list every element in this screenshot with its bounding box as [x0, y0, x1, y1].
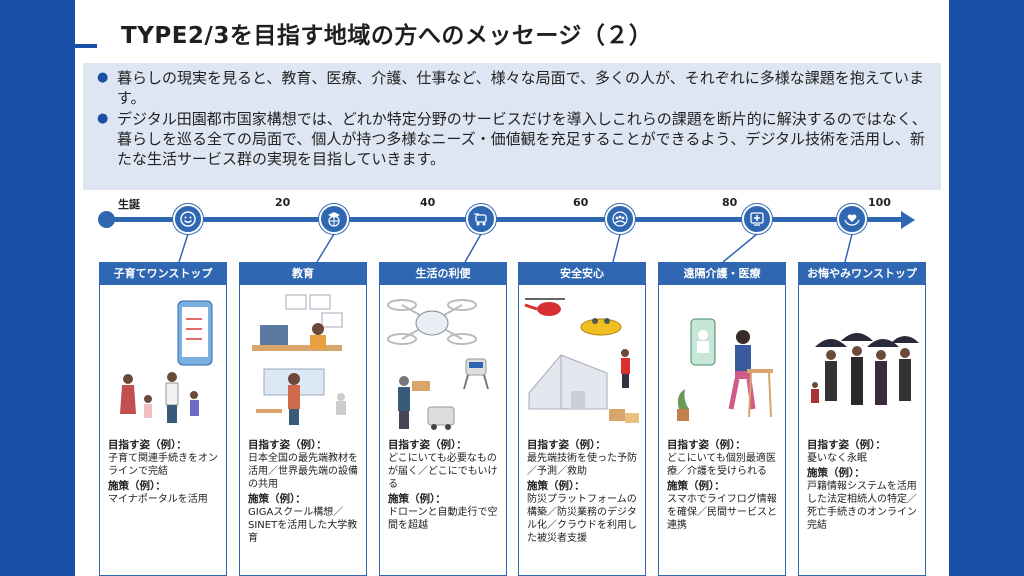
card-bereavement: お悔やみワンストップ 目指す姿（例）： 憂いなく永眠 施策（例）： 戸籍情報シス…	[798, 262, 926, 576]
title-accent-bar	[75, 44, 97, 48]
goal-label: 目指す姿（例）：	[807, 439, 886, 451]
card-title: 安全安心	[519, 263, 645, 285]
goal-label: 目指す姿（例）：	[388, 439, 467, 451]
goal-text: どこにいても必要なものが届く／どこにでもいける	[388, 453, 498, 490]
delivery-robot-icon	[466, 204, 496, 234]
goal-text: 日本全国の最先端教材を活用／世界最先端の設備の共用	[248, 453, 358, 490]
measure-text: ドローンと自動走行で空間を超越	[388, 507, 498, 531]
drone-delivery-illustration	[382, 289, 504, 439]
community-people-icon	[605, 204, 635, 234]
measure-text: スマホでライフログ情報を確保／民間サービスと連携	[667, 494, 777, 531]
goal-label: 目指す姿（例）：	[667, 439, 746, 451]
disaster-response-illustration	[521, 289, 643, 439]
goal-text: 最先端技術を使った予防／予測／救助	[527, 453, 637, 477]
measure-label: 施策（例）：	[807, 467, 865, 479]
education-illustration	[242, 289, 364, 439]
measure-text: マイナポータルを活用	[108, 494, 208, 505]
age-label-60: 60	[573, 196, 589, 209]
smiley-icon	[173, 204, 203, 234]
timeline-arrow-icon	[901, 211, 915, 229]
life-timeline: 生誕 20 40 60 80 100	[75, 196, 949, 263]
goal-label: 目指す姿（例）：	[527, 439, 606, 451]
goal-text: 子育て関連手続きをオンラインで完結	[108, 453, 218, 477]
telemedicine-icon	[742, 204, 772, 234]
card-title: 教育	[240, 263, 366, 285]
summary-text: 暮らしの現実を見ると、教育、医療、介護、仕事など、様々な局面で、多くの人が、それ…	[117, 69, 925, 107]
card-title: 生活の利便	[380, 263, 506, 285]
goal-text: 憂いなく永眠	[807, 453, 867, 464]
measure-text: 防災プラットフォームの構築／防災業務のデジタル化／クラウドを利用した被災者支援	[527, 494, 637, 544]
goal-label: 目指す姿（例）：	[108, 439, 187, 451]
card-convenience: 生活の利便 目指す姿（例）： どこにいても必要なものが届く／どこにでもいける 施…	[379, 262, 507, 576]
measure-label: 施策（例）：	[248, 493, 306, 505]
summary-bullet: ● デジタル田園都市国家構想では、どれか特定分野のサービスだけを導入しこれらの課…	[97, 109, 927, 169]
card-title: お悔やみワンストップ	[799, 263, 925, 285]
timeline-line	[105, 217, 905, 222]
card-safety: 安全安心 目指す姿（例）： 最先端技術を使った予防／予測／救助 施策（例）： 防…	[518, 262, 646, 576]
measure-label: 施策（例）：	[667, 480, 725, 492]
heart-hands-icon	[837, 204, 867, 234]
age-label-80: 80	[722, 196, 738, 209]
goal-text: どこにいても個別最適医療／介護を受けられる	[667, 453, 776, 477]
summary-bullet: ● 暮らしの現実を見ると、教育、医療、介護、仕事など、様々な局面で、多くの人が、…	[97, 68, 927, 108]
page-title: TYPE2/3を目指す地域の方へのメッセージ（２）	[121, 23, 653, 49]
card-remote-care: 遠隔介護・医療 目指す姿（例）： どこにいても個別最適医療／介護を受けられる 施…	[658, 262, 786, 576]
summary-text: デジタル田園都市国家構想では、どれか特定分野のサービスだけを導入しこれらの課題を…	[117, 110, 927, 168]
age-label-100: 100	[868, 196, 891, 209]
summary-panel: ● 暮らしの現実を見ると、教育、医療、介護、仕事など、様々な局面で、多くの人が、…	[83, 63, 941, 190]
timeline-start-dot	[98, 211, 115, 228]
slide: TYPE2/3を目指す地域の方へのメッセージ（２） ● 暮らしの現実を見ると、教…	[75, 0, 949, 576]
measure-label: 施策（例）：	[388, 493, 446, 505]
goal-label: 目指す姿（例）：	[248, 439, 327, 451]
age-label-40: 40	[420, 196, 436, 209]
measure-label: 施策（例）：	[527, 480, 585, 492]
card-title: 子育てワンストップ	[100, 263, 226, 285]
age-label-20: 20	[275, 196, 291, 209]
bullet-dot-icon: ●	[97, 111, 109, 126]
card-title: 遠隔介護・医療	[659, 263, 785, 285]
measure-label: 施策（例）：	[108, 480, 166, 492]
age-label-birth: 生誕	[118, 198, 140, 211]
bullet-dot-icon: ●	[97, 70, 109, 85]
card-education: 教育 目指す姿（例）： 日本全国の最先端教材を活用／世界最先端の設備の共用 施策…	[239, 262, 367, 576]
measure-text: 戸籍情報システムを活用した法定相続人の特定／死亡手続きのオンライン完結	[807, 481, 917, 531]
telemedicine-illustration	[661, 289, 783, 439]
measure-text: GIGAスクール構想／SINETを活用した大学教育	[248, 507, 358, 544]
family-illustration	[102, 289, 224, 439]
graduation-globe-icon	[319, 204, 349, 234]
mourners-illustration	[801, 289, 923, 439]
card-childcare: 子育てワンストップ 目指す姿（例）： 子育て関連手続きをオンラインで完結 施策（…	[99, 262, 227, 576]
